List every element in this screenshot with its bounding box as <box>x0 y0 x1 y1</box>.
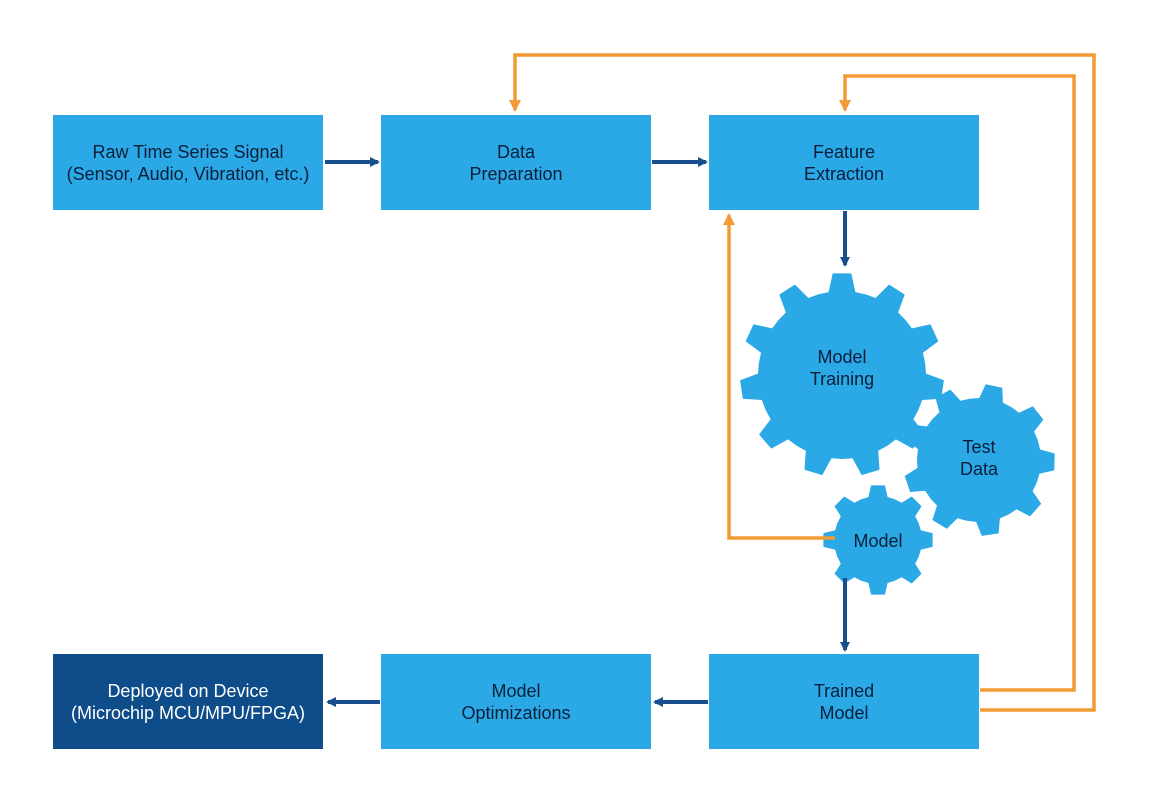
box-raw-signal: Raw Time Series Signal (Sensor, Audio, V… <box>53 115 323 210</box>
feedback-arrow-model-to-feature <box>723 213 835 540</box>
box-data-preparation-line2: Preparation <box>469 163 563 184</box>
gear-test-data: Test Data <box>904 384 1055 536</box>
feedback-arrow-to-data-prep <box>509 53 1096 712</box>
box-feature-extraction-line2: Extraction <box>803 163 885 184</box>
gear-model-training: Model Training <box>740 273 944 476</box>
box-feature-extraction-line1: Feature <box>812 141 876 162</box>
box-raw-signal-line1: Raw Time Series Signal <box>92 141 284 162</box>
box-data-preparation: Data Preparation <box>381 115 651 210</box>
box-deployed-on-device: Deployed on Device (Microchip MCU/MPU/FP… <box>53 654 323 749</box>
box-deployed-line2: (Microchip MCU/MPU/FPGA) <box>70 702 305 723</box>
box-deployed-line1: Deployed on Device <box>107 680 269 701</box>
box-model-optimizations: Model Optimizations <box>381 654 651 749</box>
box-model-optimizations-line1: Model <box>491 680 541 701</box>
box-feature-extraction: Feature Extraction <box>709 115 979 210</box>
box-trained-model: Trained Model <box>709 654 979 749</box>
feedback-arrow-to-feature-extraction <box>839 74 1076 692</box>
gear-model-label: Model <box>853 531 902 551</box>
box-data-preparation-line1: Data <box>496 141 536 162</box>
gear-model-training-line1: Model <box>817 347 866 367</box>
gear-test-data-line1: Test <box>962 437 995 457</box>
box-trained-model-line2: Model <box>819 702 869 723</box>
gear-model: Model <box>823 485 933 595</box>
box-trained-model-line1: Trained <box>813 680 875 701</box>
gear-test-data-line2: Data <box>960 459 999 479</box>
box-model-optimizations-line2: Optimizations <box>461 702 571 723</box>
gear-model-training-line2: Training <box>810 369 874 389</box>
box-raw-signal-line2: (Sensor, Audio, Vibration, etc.) <box>66 163 310 184</box>
